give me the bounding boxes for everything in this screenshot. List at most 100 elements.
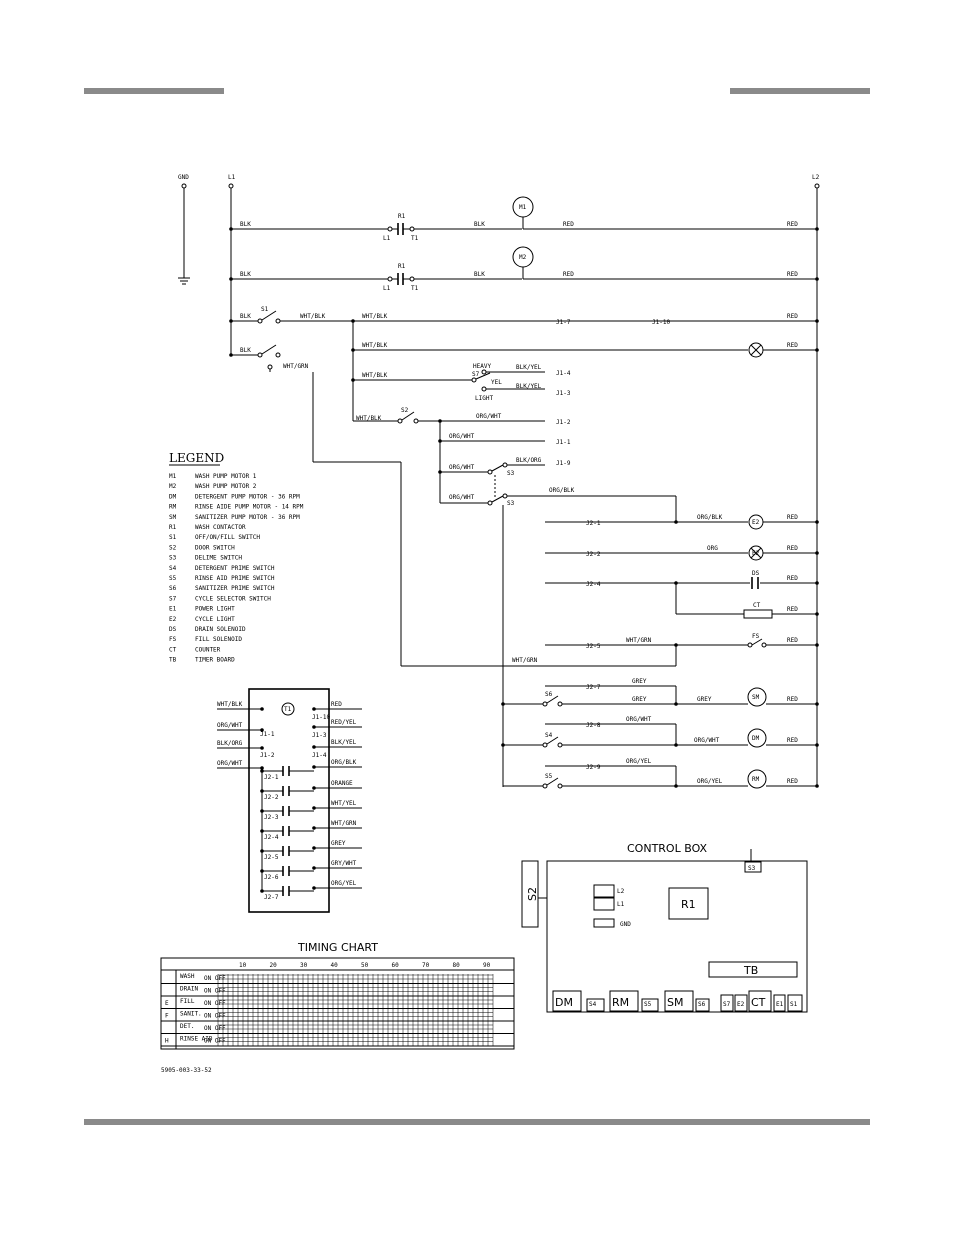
svg-text:LIGHT: LIGHT [475, 395, 493, 402]
branch-e1-s7: WHT/BLK RED WHT/BLK HEAVY S7 BLK/YEL J1-… [351, 321, 819, 787]
svg-text:J1-10: J1-10 [652, 319, 670, 326]
svg-text:ORG/YEL: ORG/YEL [626, 758, 652, 765]
svg-text:L1: L1 [617, 901, 625, 908]
svg-text:S4: S4 [545, 732, 553, 739]
svg-text:CT: CT [753, 602, 761, 609]
svg-text:L1: L1 [383, 285, 391, 292]
cb-component: S1 [790, 1001, 798, 1008]
legend-code: R1 [169, 524, 177, 531]
tc-tick: 50 [361, 962, 369, 969]
svg-text:RED: RED [787, 514, 798, 521]
svg-text:S2: S2 [526, 887, 539, 901]
tc-row-label: SANIT. [180, 1011, 202, 1018]
legend-desc: CYCLE LIGHT [195, 616, 235, 623]
svg-text:J2-4: J2-4 [586, 581, 601, 588]
header-rule-left [84, 88, 224, 94]
svg-text:M2: M2 [519, 254, 527, 261]
svg-text:J2-5: J2-5 [586, 643, 601, 650]
svg-text:WHT/BLK: WHT/BLK [362, 342, 388, 349]
legend-code: S5 [169, 575, 177, 582]
tc-tick: 60 [392, 962, 400, 969]
timer-board-connector: T1 WHT/BLKORG/WHTBLK/ORGORG/WHTJ1-1J1-2 … [217, 688, 362, 913]
gnd-label: GND [178, 174, 189, 181]
svg-text:M1: M1 [519, 204, 527, 211]
legend-code: S6 [169, 585, 177, 592]
tc-row-state: ON OFF [204, 1038, 226, 1045]
legend-code: S4 [169, 565, 177, 572]
svg-text:RED: RED [787, 342, 798, 349]
svg-text:RED: RED [787, 271, 798, 278]
svg-text:RED: RED [787, 606, 798, 613]
svg-text:BLK: BLK [240, 271, 251, 278]
svg-text:J2-7: J2-7 [586, 684, 601, 691]
legend-code: S2 [169, 544, 177, 551]
svg-text:J1-1: J1-1 [556, 439, 571, 446]
legend-code: M1 [169, 473, 177, 480]
svg-text:BLK/YEL: BLK/YEL [516, 383, 542, 390]
tb-right-pin: J1-3 [312, 732, 327, 739]
legend-code: TB [169, 657, 177, 664]
cb-component: RM [612, 996, 629, 1009]
tb-right-wire: RED/YEL [331, 719, 357, 726]
tc-row-label: WASH [180, 973, 195, 980]
svg-text:GND: GND [620, 921, 631, 928]
tb-right-wire: GRY/WHT [331, 860, 357, 867]
svg-text:GREY: GREY [632, 678, 647, 685]
svg-text:ORG/WHT: ORG/WHT [626, 716, 652, 723]
tb-right-wire: RED [331, 701, 342, 708]
tc-row-state: ON OFF [204, 975, 226, 982]
svg-text:ORG/WHT: ORG/WHT [476, 413, 502, 420]
tc-row-label: DET. [180, 1023, 194, 1030]
svg-text:ORG/BLK: ORG/BLK [549, 487, 575, 494]
tb-left-pin: J1-1 [260, 731, 275, 738]
cb-component: S5 [644, 1001, 652, 1008]
svg-text:FS: FS [752, 633, 760, 640]
svg-text:R1: R1 [681, 898, 696, 911]
legend-code: E1 [169, 606, 177, 613]
legend-desc: OFF/ON/FILL SWITCH [195, 534, 260, 541]
svg-text:RED: RED [787, 221, 798, 228]
output-rows: J2-1 ORG/BLK E2 RED J2-2 ORG E2 RED J2-4… [501, 496, 819, 789]
cb-component: CT [751, 996, 766, 1009]
timing-chart-title: TIMING CHART [297, 941, 378, 954]
legend-desc: RINSE AIDE PUMP MOTOR - 14 RPM [195, 504, 304, 511]
legend-desc: DETERGENT PUMP MOTOR - 36 RPM [195, 493, 300, 500]
power-buses: GND L1 L2 [178, 174, 820, 787]
svg-text:YEL: YEL [491, 379, 502, 386]
legend-desc: DETERGENT PRIME SWITCH [195, 565, 275, 572]
svg-text:S2: S2 [401, 407, 409, 414]
tc-row-label: FILL [180, 998, 195, 1005]
svg-text:S5: S5 [545, 773, 553, 780]
ground-icon [178, 277, 190, 285]
svg-text:RED: RED [787, 575, 798, 582]
legend-code: DM [169, 493, 177, 500]
cb-component: E1 [776, 1001, 784, 1008]
tb-relay-pin: J2-2 [264, 794, 279, 801]
detergent-motor-icon [747, 728, 767, 748]
svg-text:T1: T1 [411, 235, 419, 242]
svg-text:J2-9: J2-9 [586, 764, 601, 771]
svg-text:DM: DM [752, 735, 760, 742]
tb-right-wire: ORG/YEL [331, 880, 357, 887]
tb-relay-pin: J2-5 [264, 854, 279, 861]
svg-text:ORG/WHT: ORG/WHT [449, 494, 475, 501]
motor-m2-row: BLK R1 L1 T1 BLK M2 RED RED [229, 246, 819, 292]
svg-text:L2: L2 [617, 888, 625, 895]
legend-code: S7 [169, 595, 177, 602]
tc-tick: 10 [239, 962, 247, 969]
tb-right-wire: ORG/BLK [331, 759, 357, 766]
svg-text:RED: RED [787, 545, 798, 552]
svg-text:E2: E2 [752, 519, 760, 526]
tb-right-wire: ORANGE [331, 780, 353, 787]
tc-group: H [165, 1038, 169, 1045]
svg-text:ORG/WHT: ORG/WHT [694, 737, 720, 744]
svg-text:RED: RED [787, 778, 798, 785]
svg-text:J1-2: J1-2 [556, 419, 571, 426]
svg-text:WHT/BLK: WHT/BLK [356, 415, 382, 422]
control-box-title: CONTROL BOX [627, 842, 708, 855]
svg-text:WHT/BLK: WHT/BLK [300, 313, 326, 320]
tb-left-wire: BLK/ORG [217, 740, 243, 747]
legend-code: S1 [169, 534, 177, 541]
